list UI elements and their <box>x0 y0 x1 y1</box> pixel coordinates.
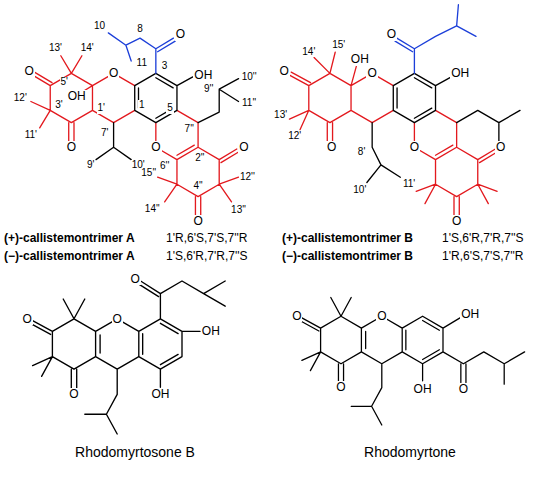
compound-caption: (+)-callistemontrimer B <box>282 232 413 245</box>
atom-label: OH <box>150 388 170 401</box>
atom-label: O <box>458 383 469 396</box>
atom-number: 15' <box>331 40 346 51</box>
atom-number: 14'' <box>144 204 161 215</box>
atom-label: OH <box>413 383 433 396</box>
atom-label: O <box>175 28 186 41</box>
atom-number: 2'' <box>194 153 205 164</box>
atom-label: O <box>130 273 141 286</box>
atom-number: 3' <box>54 100 63 111</box>
atom-number: 13' <box>48 43 63 54</box>
atom-number: 12'' <box>239 172 256 183</box>
atom-number: 11' <box>402 179 416 190</box>
atom-number: 10' <box>352 185 367 196</box>
atom-number: 7'' <box>184 124 195 135</box>
bond-lines <box>31 56 239 216</box>
atom-number: 14' <box>80 43 95 54</box>
atom-label: O <box>238 141 249 154</box>
atom-number: 6'' <box>159 161 170 172</box>
configuration-label: 1'R,6'S,7'S,7''R <box>442 250 524 263</box>
atom-label: OH <box>350 53 370 66</box>
atom-label: O <box>376 310 387 323</box>
atom-number: 10 <box>93 21 106 32</box>
bond-lines <box>300 298 524 426</box>
atom-label: O <box>409 141 420 154</box>
atom-label: O <box>108 67 119 80</box>
rhodomyrtosone-b <box>31 281 225 434</box>
atom-number: 4'' <box>192 181 203 192</box>
atom-label: O <box>150 141 161 154</box>
atom-number: 14' <box>301 47 316 58</box>
atom-label: O <box>335 381 346 394</box>
atom-label: O <box>326 141 337 154</box>
atom-number: 13' <box>273 110 288 121</box>
atom-number: 11 <box>136 58 148 69</box>
bond-lines <box>395 5 476 74</box>
atom-number: 1' <box>97 103 106 114</box>
atom-number: 3 <box>161 61 169 72</box>
atom-number: 1 <box>138 100 146 111</box>
compound-name: Rhodomyrtone <box>364 445 456 460</box>
atom-number: 5' <box>60 77 69 88</box>
atom-label: OH <box>201 325 221 338</box>
bond-lines <box>31 281 225 434</box>
atom-label: OH <box>67 90 87 103</box>
atom-label: O <box>291 310 302 323</box>
atom-number: 7' <box>100 128 109 139</box>
atom-label: O <box>22 313 33 326</box>
callistemontrimer-b <box>289 5 520 216</box>
configuration-label: 1'S,6'R,7'R,7''S <box>166 250 248 263</box>
bond-lines <box>367 73 520 182</box>
bond-lines <box>96 73 239 159</box>
atom-number: 9' <box>86 160 95 171</box>
atom-number: 10'' <box>241 72 258 83</box>
configuration-label: 1'S,6'R,7'R,7''S <box>442 232 524 245</box>
configuration-label: 1'R,6'S,7'S,7''R <box>166 232 248 245</box>
compound-name: Rhodomyrtosone B <box>75 445 195 460</box>
atom-number: 8 <box>136 24 144 35</box>
atom-label: O <box>23 65 34 78</box>
atom-label: O <box>495 141 506 154</box>
atom-number: 12' <box>287 131 302 142</box>
atom-number: 11' <box>24 130 38 141</box>
atom-number: 9'' <box>203 84 214 95</box>
compound-caption: (−)-callistemontrimer A <box>4 250 135 263</box>
atom-number: 11'' <box>241 98 257 109</box>
compound-caption: (−)-callistemontrimer B <box>282 250 413 263</box>
atom-label: O <box>68 388 79 401</box>
atom-label: O <box>66 141 77 154</box>
atom-label: O <box>386 28 397 41</box>
atom-label: O <box>278 65 289 78</box>
atom-label: OH <box>450 67 470 80</box>
rhodomyrtone <box>300 298 524 426</box>
atom-number: 12' <box>13 93 28 104</box>
bond-lines <box>289 52 497 216</box>
atom-label: O <box>366 67 377 80</box>
callistemontrimer-a <box>31 33 239 216</box>
atom-label: O <box>112 313 123 326</box>
atom-number: 15'' <box>140 168 157 179</box>
atom-label: O <box>451 215 462 228</box>
atom-number: 5 <box>166 103 174 114</box>
atom-number: 13'' <box>230 205 247 216</box>
atom-label: OH <box>193 69 213 82</box>
atom-label: OH <box>460 308 480 321</box>
compound-caption: (+)-callistemontrimer A <box>4 232 135 245</box>
atom-label: O <box>192 215 203 228</box>
atom-number: 8' <box>357 147 366 158</box>
